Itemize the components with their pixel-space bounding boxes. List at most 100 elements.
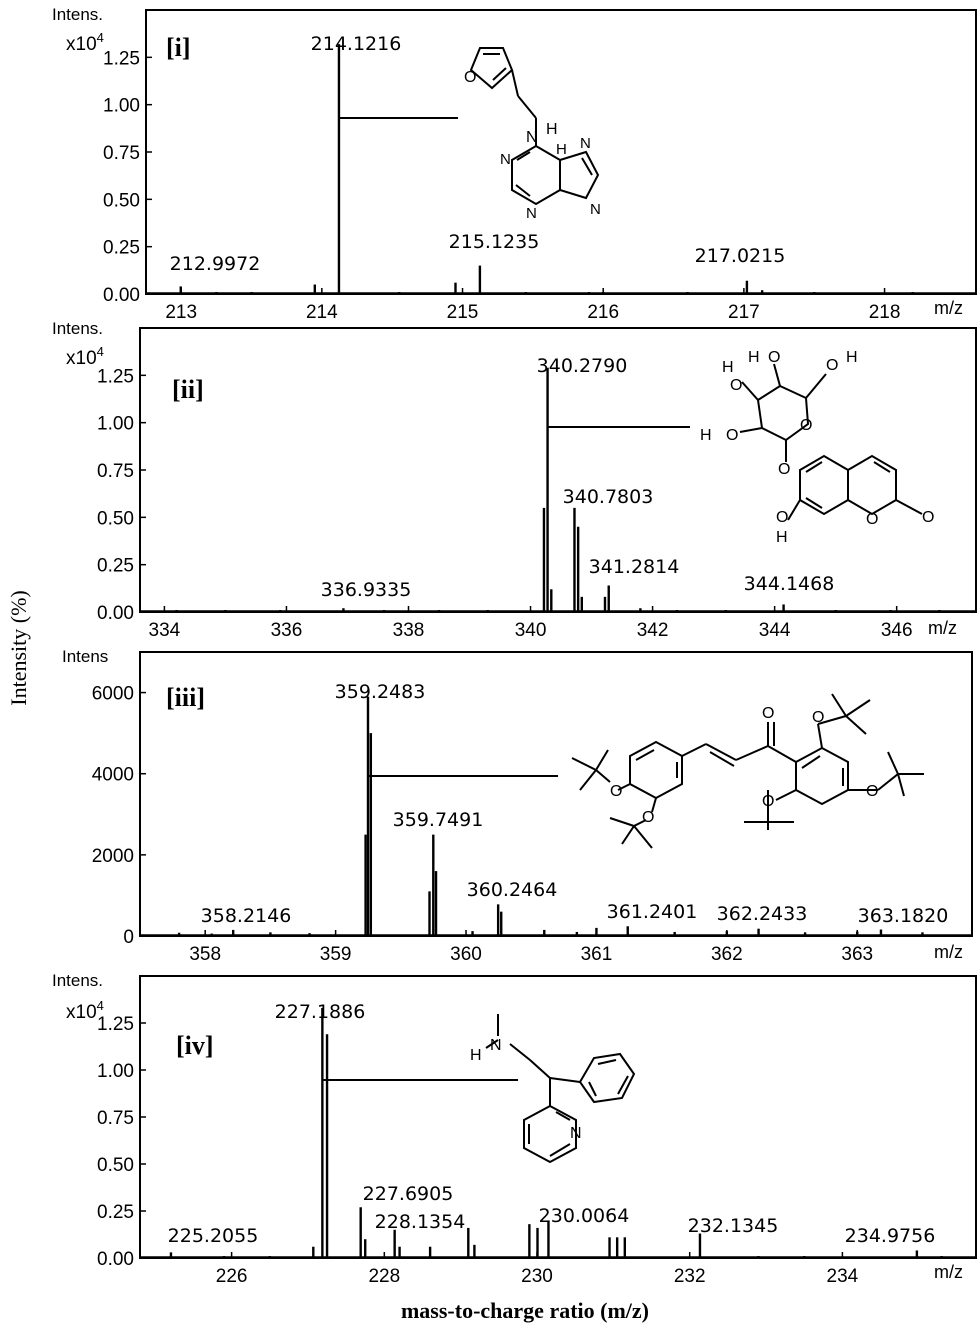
panel-2-peak-label: 341.2814: [589, 556, 680, 578]
panel-4-peak-label: 232.1345: [688, 1215, 779, 1237]
panel-4-xtick-label: 234: [827, 1266, 859, 1287]
panel-2-atom-8: O: [726, 427, 738, 444]
panel-4-ytick-label: 0.25: [97, 1202, 134, 1223]
panel-4-xtick-label: 228: [368, 1266, 400, 1287]
panel-2-xtick-label: 344: [759, 620, 791, 641]
panel-4-ytick-label: 1.00: [97, 1061, 134, 1082]
panel-3-ytick-label: 4000: [92, 765, 134, 786]
panel-3-atom-2: O: [812, 709, 824, 726]
panel-1-xtick-label: 214: [306, 302, 338, 323]
panel-3-ytick-label: 0: [123, 927, 134, 948]
panel-3-xtick-label: 363: [841, 944, 873, 965]
panel-2-atom-7: H: [700, 427, 712, 444]
panel-1-peak-label: 212.9972: [170, 253, 261, 275]
panel-3-peak-label: 361.2401: [607, 901, 698, 923]
panel-4-id-label: [iv]: [176, 1031, 214, 1060]
panel-1-atom-6: N: [580, 135, 591, 152]
panel-1-atom-8: H: [556, 141, 567, 158]
panel-4-intens-label: Intens.: [52, 971, 103, 990]
panel-3-atom-4: O: [762, 793, 774, 810]
panel-3-peak-label: 359.7491: [393, 809, 484, 831]
panel-2-id-label: [ii]: [172, 375, 204, 404]
panel-2-scale-label: x104: [66, 344, 104, 369]
panel-4-scale-label: x104: [66, 998, 104, 1023]
panel-4-structure: H N N: [470, 1014, 636, 1164]
panel-2-atom-9: O: [800, 417, 812, 434]
panel-4-x-unit: m/z: [934, 1262, 963, 1282]
panel-4-atom-3: N: [570, 1125, 582, 1142]
panel-4-atom-1: H: [470, 1047, 482, 1064]
panel-1-peak-label: 217.0215: [695, 245, 786, 267]
panel-1-peak-label: 214.1216: [311, 33, 402, 55]
panel-2-atom-10: O: [778, 461, 790, 478]
panel-1-peak-label: 215.1235: [449, 231, 540, 253]
panel-3-atom-1: O: [762, 705, 774, 722]
panel-2-atom-5: O: [826, 357, 838, 374]
panel-2-atom-6: H: [846, 349, 858, 366]
panel-1-scale-base: x10: [66, 34, 97, 55]
panel-4-xtick-label: 226: [216, 1266, 248, 1287]
panel-4-ytick-label: 0.75: [97, 1108, 134, 1129]
panel-3-atom-5: O: [610, 783, 622, 800]
panel-1-ytick-label: 0.75: [103, 143, 140, 164]
panel-4-atom-2: N: [490, 1037, 502, 1054]
panel-2-xtick-label: 336: [271, 620, 303, 641]
panel-4-peak-label: 234.9756: [845, 1225, 936, 1247]
panel-2-xtick-label: 340: [515, 620, 547, 641]
panel-2-atom-1: H: [722, 359, 734, 376]
panel-2-structure: H O H O O H H O O O O O O H: [700, 349, 934, 546]
panel-1-intens-label: Intens.: [52, 5, 103, 24]
panel-3-xtick-label: 362: [711, 944, 743, 965]
panel-1-ytick-label: 1.00: [103, 96, 140, 117]
panel-3-peak-label: 358.2146: [201, 905, 292, 927]
panel-2-atom-3: H: [748, 349, 760, 366]
panel-2-atom-12: O: [922, 509, 934, 526]
panel-4-ytick-label: 1.25: [97, 1014, 134, 1035]
panel-4-peak-label: 227.6905: [363, 1183, 454, 1205]
panel-3-peak-label: 363.1820: [858, 905, 949, 927]
panel-2-scale-exp: 4: [97, 344, 104, 359]
panel-2-ytick-label: 1.25: [97, 366, 134, 387]
panel-1-scale-label: x104: [66, 30, 104, 55]
panel-2-peak-label: 340.7803: [563, 486, 654, 508]
panel-4-peak-label: 228.1354: [375, 1211, 466, 1233]
panel-1-ytick-label: 0.50: [103, 190, 140, 211]
panel-1-ytick-label: 0.25: [103, 238, 140, 259]
panel-2-scale-base: x10: [66, 348, 97, 369]
panel-1-x-unit: m/z: [934, 298, 963, 318]
panel-2-xtick-label: 334: [149, 620, 181, 641]
panel-2-ytick-label: 0.50: [97, 508, 134, 529]
panel-3-xtick-label: 361: [581, 944, 613, 965]
x-axis-title: mass-to-charge ratio (m/z): [401, 1298, 649, 1323]
panel-2-ytick-label: 1.00: [97, 414, 134, 435]
panel-1-xtick-label: 217: [728, 302, 760, 323]
panel-2-atom-13: O: [776, 509, 788, 526]
panel-3-structure: O O O O O O: [571, 693, 924, 849]
panel-1-xtick-label: 215: [447, 302, 479, 323]
panel-1-atom-2: N: [526, 129, 538, 146]
panel-3-atom-3: O: [866, 783, 878, 800]
panel-3-peak-label: 359.2483: [335, 681, 426, 703]
panel-4-ytick-label: 0.50: [97, 1155, 134, 1176]
panel-4-xtick-label: 230: [521, 1266, 553, 1287]
panel-1-xtick-label: 216: [587, 302, 619, 323]
panel-2-xtick-label: 338: [393, 620, 425, 641]
panel-3-ytick-label: 2000: [92, 846, 134, 867]
panel-1-ytick-label: 1.25: [103, 48, 140, 69]
panel-3-xtick-label: 359: [320, 944, 352, 965]
panel-4-peak-label: 225.2055: [168, 1225, 259, 1247]
panel-2-atom-11: O: [866, 511, 878, 528]
panel-2-intens-label: Intens.: [52, 319, 103, 338]
panel-2-xtick-label: 346: [881, 620, 913, 641]
panel-1: Intens. x104 m/z [i] O N H N N N N H: [52, 5, 963, 318]
panel-3-x-unit: m/z: [934, 942, 963, 962]
panel-3-id-label: [iii]: [166, 683, 205, 712]
panel-1-atom-4: N: [500, 151, 511, 168]
panel-1-id-label: [i]: [166, 33, 191, 62]
